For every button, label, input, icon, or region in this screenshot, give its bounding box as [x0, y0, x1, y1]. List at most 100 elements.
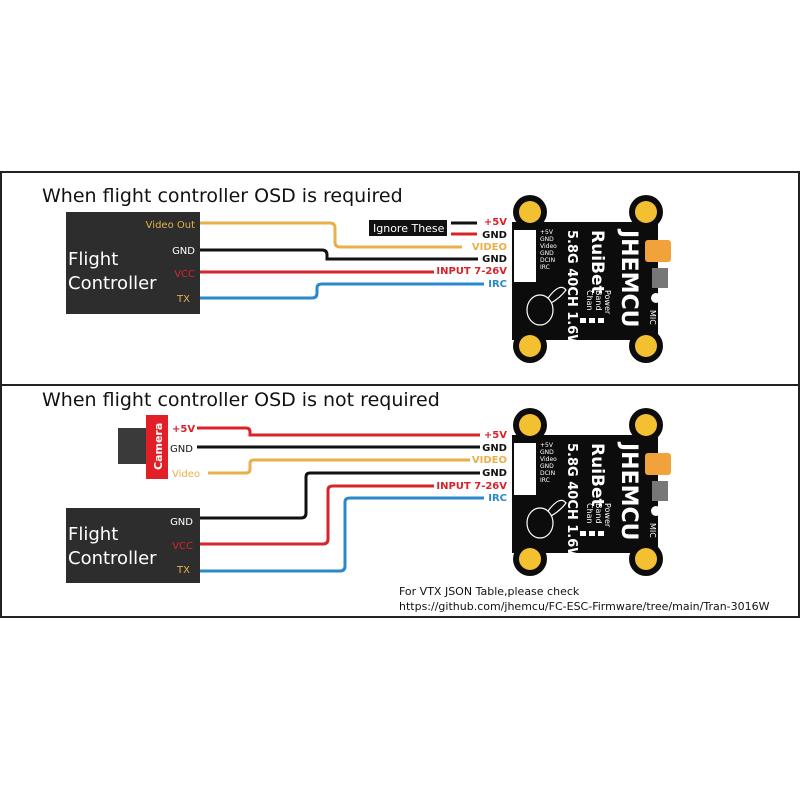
- model-label: RuiBet: [587, 230, 607, 294]
- led-label: Power: [603, 503, 612, 528]
- brand-logo: JHEMCU: [616, 228, 641, 328]
- vtx2-pin-5v: +5V: [484, 430, 507, 441]
- camera-pin-video: Video: [172, 469, 200, 480]
- flight-controller-box: [66, 212, 200, 314]
- frame: [0, 171, 800, 618]
- mic-icon: [651, 506, 661, 516]
- vtx-pin-gnd2: GND: [482, 254, 507, 265]
- mount-hole-icon: [635, 201, 657, 223]
- pad-label: DCIN: [540, 470, 555, 477]
- pad-label: GND: [540, 250, 554, 257]
- fc-pin-tx: TX: [176, 294, 190, 305]
- led-label: Band: [594, 290, 603, 311]
- bunny-icon: [526, 294, 554, 326]
- vtx2-pin-gnd2: GND: [482, 468, 507, 479]
- camera-body: [146, 415, 168, 479]
- fc2-pin-vcc: VCC: [172, 541, 193, 552]
- bunny-ear: [547, 286, 567, 304]
- mount-hole-icon: [519, 201, 541, 223]
- flight-controller-box-2: [66, 508, 200, 583]
- led-label: Chan: [585, 503, 594, 524]
- mount-hole-icon: [635, 335, 657, 357]
- mount-hole-icon: [519, 414, 541, 436]
- antenna-connector: [645, 453, 671, 475]
- top-title: When flight controller OSD is required: [42, 185, 403, 207]
- note-link[interactable]: https://github.com/jhemcu/FC-ESC-Firmwar…: [399, 600, 770, 613]
- wire-fc-vcc: [200, 484, 434, 546]
- ignore-label-box: [369, 220, 447, 236]
- mic-label: MIC: [648, 310, 657, 325]
- pad-label: GND: [540, 236, 554, 243]
- vtx2-pin-gnd: GND: [482, 443, 507, 454]
- vtx2-pin-irc: IRC: [488, 493, 507, 504]
- brand-logo: JHEMCU: [616, 441, 641, 541]
- wire-tx: [200, 282, 484, 300]
- led-label: Power: [603, 290, 612, 315]
- fc2-title-line1: Flight: [68, 524, 118, 545]
- vtx-pin-gnd: GND: [482, 230, 507, 241]
- bunny-icon: [526, 507, 554, 539]
- pad-label: IRC: [540, 264, 550, 271]
- pad-label: GND: [540, 463, 554, 470]
- pad-label: +5V: [540, 229, 554, 236]
- led-indicator: [598, 531, 604, 536]
- fc2-pin-tx: TX: [176, 565, 190, 576]
- wire-cam-video: [208, 458, 470, 475]
- fc2-pin-gnd: GND: [170, 517, 193, 528]
- vtx-pin-5v: +5V: [484, 217, 507, 228]
- vtx2-pin-video: VIDEO: [472, 455, 507, 466]
- mic-label: MIC: [648, 523, 657, 538]
- vtx2-pin-input: INPUT 7-26V: [436, 481, 507, 492]
- camera-pin-gnd: GND: [170, 444, 193, 455]
- wire-fc-tx: [200, 496, 484, 573]
- pad-label: IRC: [540, 477, 550, 484]
- led-indicator: [580, 318, 586, 323]
- wire-video: [200, 221, 462, 249]
- led-label: Chan: [585, 290, 594, 311]
- camera-pin-5v: +5V: [172, 424, 195, 435]
- fc2-title-line2: Controller: [68, 548, 157, 569]
- camera-lens: [118, 428, 150, 464]
- pad-label: GND: [540, 449, 554, 456]
- led-label: Band: [594, 503, 603, 524]
- wire-cam-5v: [197, 426, 480, 437]
- mount-hole-icon: [635, 548, 657, 570]
- pad-label: Video: [540, 456, 557, 463]
- mount-hole-icon: [519, 548, 541, 570]
- solder-pads: [514, 230, 536, 282]
- solder-pads: [514, 443, 536, 495]
- wire-fc-gnd: [200, 471, 480, 520]
- fc-title-line2: Controller: [68, 273, 157, 294]
- wire-gnd: [200, 248, 478, 261]
- fc-pin-gnd: GND: [172, 246, 195, 257]
- led-indicator: [589, 531, 595, 536]
- antenna-connector: [645, 240, 671, 262]
- model-label: RuiBet: [587, 443, 607, 507]
- fc-title-line1: Flight: [68, 249, 118, 270]
- mount-hole-icon: [635, 414, 657, 436]
- fc-pin-video-out: Video Out: [146, 220, 195, 231]
- vtx-pin-input: INPUT 7-26V: [436, 266, 507, 277]
- button-icon: [652, 268, 668, 288]
- button-icon: [652, 481, 668, 501]
- bottom-title: When flight controller OSD is not requir…: [42, 389, 440, 411]
- vtx-pin-video: VIDEO: [472, 242, 507, 253]
- spec-label: 5.8G 40CH 1.6W: [564, 230, 579, 349]
- led-indicator: [598, 318, 604, 323]
- note-line1: For VTX JSON Table,please check: [399, 585, 580, 598]
- led-indicator: [589, 318, 595, 323]
- pad-label: DCIN: [540, 257, 555, 264]
- spec-label: 5.8G 40CH 1.6W: [564, 443, 579, 562]
- pad-label: +5V: [540, 442, 554, 449]
- pad-label: Video: [540, 243, 557, 250]
- mic-icon: [651, 293, 661, 303]
- camera-label: Camera: [152, 423, 165, 470]
- fc-pin-vcc: VCC: [174, 269, 195, 280]
- ignore-label: Ignore These: [373, 222, 445, 235]
- led-indicator: [580, 531, 586, 536]
- vtx-pin-irc: IRC: [488, 279, 507, 290]
- mount-hole-icon: [519, 335, 541, 357]
